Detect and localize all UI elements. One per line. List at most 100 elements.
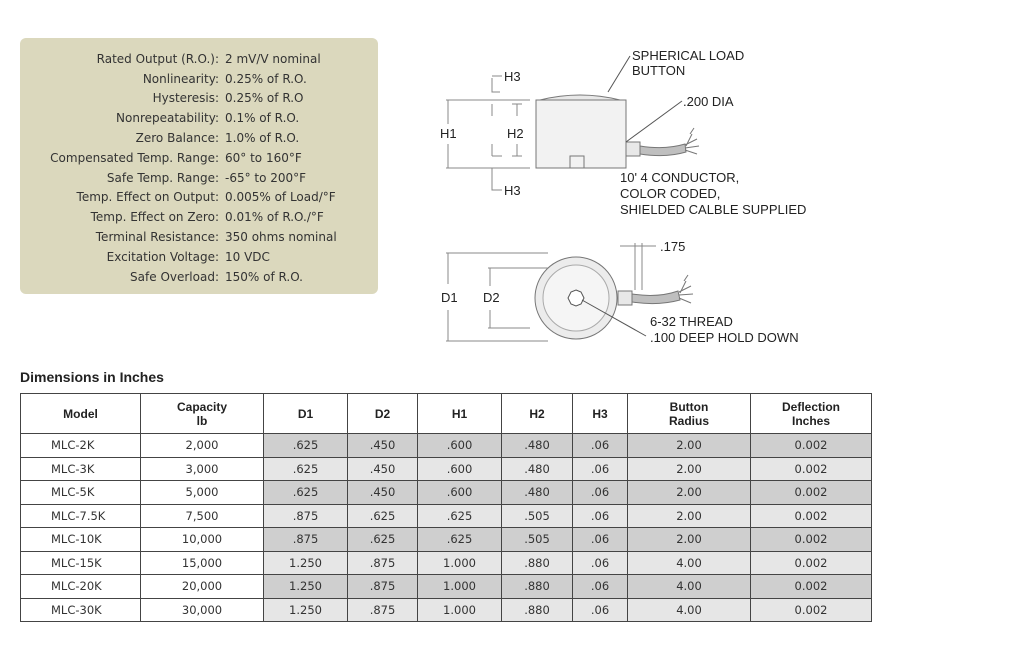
model-cell: MLC-5K [20,480,141,505]
h2-label: H2 [507,126,524,141]
d1-dimension-line [446,252,548,342]
table-cell: .450 [347,456,418,481]
table-cell: 2.00 [627,456,751,481]
table-cell: .06 [572,550,628,575]
column-header-line1: Button [669,399,709,414]
table-cell: 20,000 [140,574,264,599]
column-header: H2 [501,393,573,434]
model-cell: MLC-3K [20,456,141,481]
spec-label: Zero Balance: [135,131,219,146]
column-header-line1: H3 [592,406,608,421]
spec-value: 0.01% of R.O./°F [225,210,324,225]
h3-bottom-label: H3 [504,183,521,198]
offset-dimension-line [620,243,656,290]
table-cell: .450 [347,433,418,458]
spec-row: Hysteresis:0.25% of R.O [20,89,378,109]
load-button-dome [539,94,621,101]
table-cell: 0.002 [750,550,872,575]
column-header-line1: Model [63,406,98,421]
spec-label: Nonlinearity: [142,71,219,86]
table-cell: 1.000 [417,574,502,599]
table-cell: .06 [572,433,628,458]
cable-fitting-side [625,141,641,157]
table-cell: .06 [572,456,628,481]
dimensions-title: Dimensions in Inches [20,369,164,385]
spec-value: 0.005% of Load/°F [225,190,336,205]
cable-wires-top [678,274,694,304]
table-cell: .06 [572,597,628,622]
table-cell: .450 [347,480,418,505]
table-cell: .06 [572,480,628,505]
table-cell: .600 [417,433,502,458]
column-header-line1: Capacity [176,399,228,414]
cable-dia-leader [625,100,683,143]
spec-label: Hysteresis: [152,91,219,106]
table-cell: .625 [263,480,348,505]
column-header: D2 [347,393,418,434]
table-cell: 0.002 [750,433,872,458]
spec-value: 0.25% of R.O. [225,71,307,86]
spec-value: -65° to 200°F [225,170,307,185]
table-cell: .625 [347,503,418,528]
side-view-body [535,99,627,169]
table-cell: .625 [417,503,502,528]
d2-label: D2 [483,290,500,305]
table-cell: .625 [347,527,418,552]
table-cell: 2.00 [627,480,751,505]
table-cell: 15,000 [140,550,264,575]
cable-label-line1: 10' 4 CONDUCTOR, [620,170,739,185]
table-cell: .505 [501,527,573,552]
d1-label: D1 [441,290,458,305]
table-cell: .600 [417,480,502,505]
spec-label: Compensated Temp. Range: [50,150,219,165]
table-cell: 0.002 [750,456,872,481]
spec-row: Zero Balance:1.0% of R.O. [20,128,378,148]
column-header-line2: Radius [668,413,709,428]
model-cell: MLC-20K [20,574,141,599]
spec-value: 10 VDC [225,249,270,264]
model-cell: MLC-30K [20,597,141,622]
table-cell: .880 [501,550,573,575]
cable-top [631,290,681,305]
spec-row: Temp. Effect on Zero:0.01% of R.O./°F [20,207,378,227]
spec-row: Nonlinearity: 0.25% of R.O. [20,69,378,89]
table-cell: 0.002 [750,574,872,599]
table-cell: 5,000 [140,480,264,505]
spec-value: 150% of R.O. [225,269,303,284]
table-cell: .875 [263,503,348,528]
spec-label: Safe Overload: [130,269,219,284]
spec-label: Nonrepeatability: [116,111,219,126]
table-cell: .480 [501,480,573,505]
table-cell: 2,000 [140,433,264,458]
spec-label: Terminal Resistance: [95,230,219,245]
cable-wires-side [684,127,700,155]
table-cell: .06 [572,503,628,528]
d2-dimension-line [488,267,548,329]
model-cell: MLC-15K [20,550,141,575]
thread-label-line1: 6-32 THREAD [650,314,733,329]
table-cell: .625 [263,456,348,481]
spec-row: Rated Output (R.O.):2 mV/V nominal [20,49,378,69]
table-cell: .625 [263,433,348,458]
table-cell: .480 [501,433,573,458]
table-cell: 1.250 [263,550,348,575]
table-cell: .625 [417,527,502,552]
cable-label-line3: SHIELDED CALBLE SUPPLIED [620,202,806,217]
h3-top-label: H3 [504,69,521,84]
h3-dimension-line [512,103,522,157]
thread-leader [581,299,647,337]
table-cell: 4.00 [627,550,751,575]
table-cell: 3,000 [140,456,264,481]
column-header-line1: D2 [374,406,391,421]
h1-dimension-line [446,99,530,169]
table-cell: 1.250 [263,597,348,622]
